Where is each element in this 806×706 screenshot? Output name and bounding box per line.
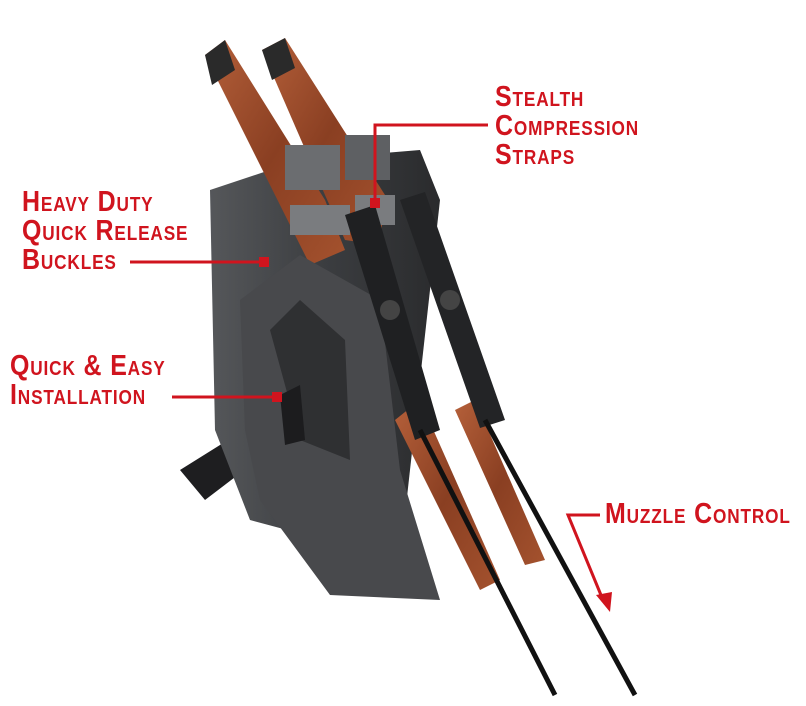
callout-line: Stealth (495, 81, 585, 113)
barrel-left (417, 428, 558, 697)
callout-line: Quick Release (22, 215, 189, 247)
strap-block (285, 145, 340, 190)
scope-right (400, 192, 505, 428)
callout-line: Straps (495, 139, 576, 171)
callout-line: Buckles (22, 244, 117, 276)
scope-left (345, 205, 440, 440)
callout-lines (130, 123, 612, 612)
callout-line: Installation (10, 379, 147, 411)
callout-line: Compression (495, 110, 640, 142)
rifle-stock-right (262, 38, 385, 245)
callout-buckles: Heavy Duty Quick Release Buckles (22, 188, 188, 275)
straps-leader (373, 123, 488, 202)
callout-line: Muzzle Control (605, 498, 791, 530)
muzzle-arrow-icon (596, 592, 612, 612)
callout-straps: Stealth Compression Straps (495, 83, 639, 170)
callout-installation: Quick & Easy Installation (10, 352, 166, 410)
callout-line: Quick & Easy (10, 350, 166, 382)
callout-muzzle: Muzzle Control (605, 500, 791, 529)
muzzle-leader (565, 513, 605, 601)
barrel-right (482, 418, 638, 697)
callout-line: Heavy Duty (22, 186, 154, 218)
